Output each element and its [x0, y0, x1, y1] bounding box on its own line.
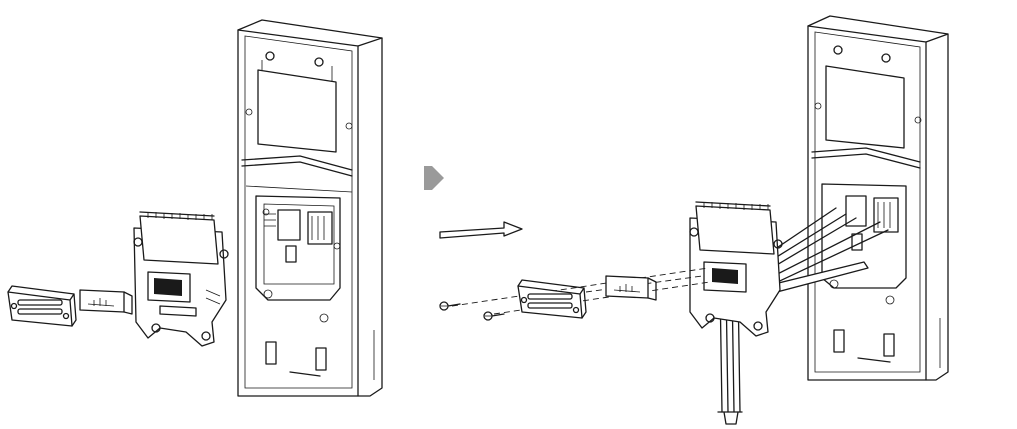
bracket-right [517, 279, 587, 319]
screw-icon [483, 311, 505, 321]
seal-cap-right [605, 275, 657, 301]
seal-cap-left [79, 289, 133, 315]
direction-arrow-icon [439, 221, 523, 239]
screw-icon [439, 301, 461, 311]
alignment-guides [451, 267, 711, 315]
step-arrow-icon [424, 166, 444, 190]
connector-module-right [689, 201, 783, 337]
back-housing-right [807, 15, 949, 381]
back-housing-left [237, 19, 383, 397]
right-panel [439, 15, 949, 425]
bracket-left [7, 285, 77, 327]
connector-module-left [133, 211, 229, 347]
left-panel [7, 19, 383, 397]
